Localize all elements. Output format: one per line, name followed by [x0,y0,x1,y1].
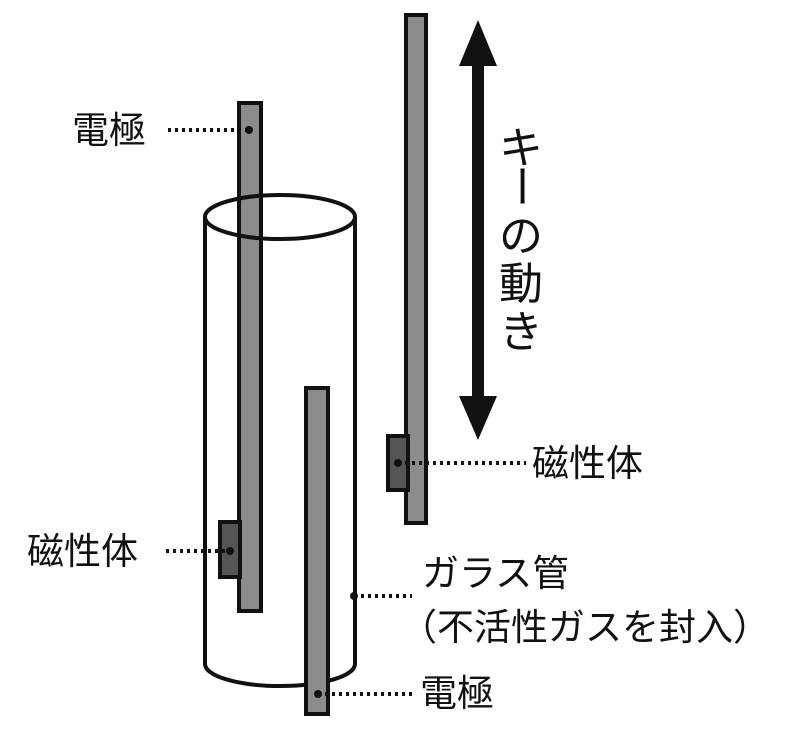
label-key-motion-char: の [499,211,543,262]
arrow-head-up [459,20,497,66]
label-key-motion-char: 動 [499,259,543,310]
glass-tube [203,217,357,688]
arrow-shaft [472,64,484,400]
leader-dot-glass-tube [350,592,358,600]
arrow-head-down [459,396,497,440]
label-electrode-top: 電極 [72,109,146,152]
key-rod [404,13,428,525]
electrode-rod-bottom [304,386,330,716]
label-electrode-bottom: 電極 [420,672,494,715]
electrode-rod-top [237,101,263,613]
label-magnet-right: 磁性体 [532,442,643,485]
label-key-motion: キ ー の 動 き [495,123,546,358]
leader-dot-magnet-left [226,547,234,555]
leader-dot-magnet-right [394,459,402,467]
label-magnet-left: 磁性体 [27,530,138,573]
key-motion-arrow [459,20,497,440]
leader-dot-electrode-bottom [314,690,322,698]
label-glass-tube-note: （不活性ガスを封入） [400,606,770,649]
label-glass-tube: ガラス管 [422,552,569,595]
leader-dot-electrode-top [245,126,253,134]
glass-tube-body [203,217,357,688]
label-key-motion-char: き [499,307,543,358]
label-key-motion-char: キ [499,123,543,174]
glass-tube-top-front [203,216,357,241]
glass-tube-top-back [203,193,357,218]
label-key-motion-char: ー [495,164,546,208]
